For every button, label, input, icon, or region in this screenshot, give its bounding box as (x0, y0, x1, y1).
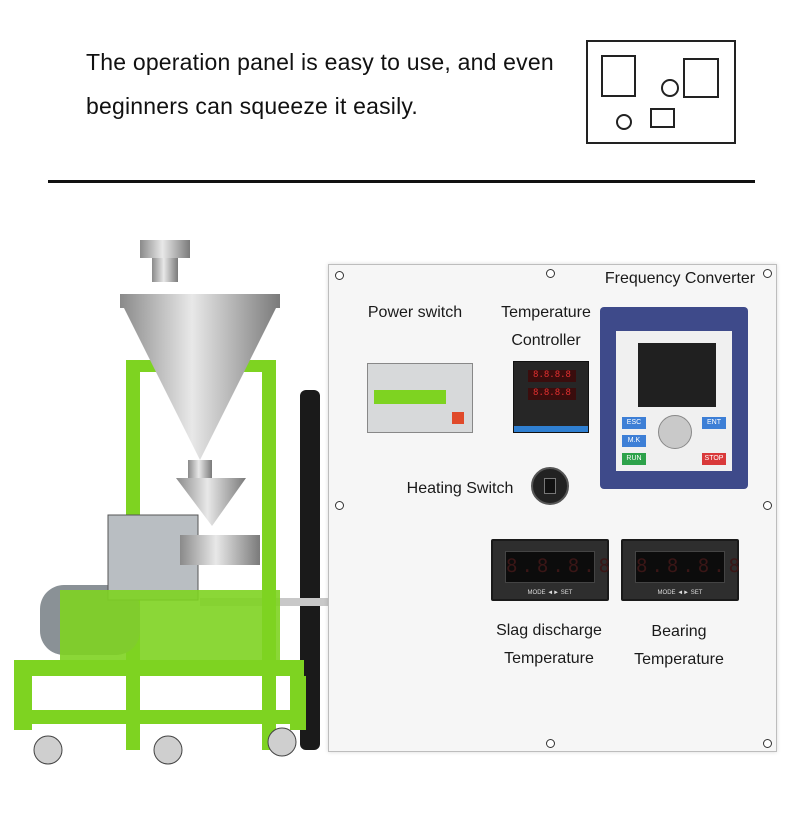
slag-discharge-meter-caption: MODE ◄► SET (527, 590, 573, 596)
temperature-controller-label-line1: Temperature (501, 304, 591, 321)
temperature-controller-display-pv: 8.8.8.8 (528, 370, 576, 382)
run-button[interactable]: RUN (622, 453, 646, 465)
frequency-converter-face: ESC ENT M.K RUN STOP (616, 331, 732, 471)
bearing-label-line1: Bearing (651, 623, 707, 640)
temperature-controller-display-sv: 8.8.8.8 (528, 388, 576, 400)
stop-button[interactable]: STOP (702, 453, 726, 465)
slag-discharge-label-line2: Temperature (504, 650, 594, 667)
bearing-meter-caption: MODE ◄► SET (657, 590, 703, 596)
screw-icon (335, 501, 344, 510)
mk-button[interactable]: M.K (622, 435, 646, 447)
heating-switch[interactable] (531, 467, 569, 505)
ent-button[interactable]: ENT (702, 417, 726, 429)
esc-button[interactable]: ESC (622, 417, 646, 429)
screw-icon (335, 271, 344, 280)
headline-text: The operation panel is easy to use, and … (86, 49, 554, 119)
screw-icon (763, 501, 772, 510)
oil-press-machine-illustration (14, 240, 350, 765)
bearing-meter-digits: 8.8.8.8 (636, 555, 745, 577)
control-panel: Power switch Temperature Controller Freq… (328, 264, 777, 752)
frequency-converter-display (638, 343, 716, 407)
frequency-converter-label: Frequency Converter (604, 270, 756, 287)
slag-discharge-meter-digits: 8.8.8.8 (506, 555, 615, 577)
power-switch[interactable] (367, 363, 473, 433)
frequency-converter[interactable]: ESC ENT M.K RUN STOP (600, 307, 748, 489)
screw-icon (763, 269, 772, 278)
temperature-controller[interactable]: 8.8.8.8 8.8.8.8 (513, 361, 589, 433)
divider (48, 180, 755, 183)
heating-switch-label: Heating Switch (406, 480, 514, 497)
breaker-lever[interactable] (374, 390, 446, 404)
rocker-icon (544, 478, 556, 494)
temperature-controller-strip (514, 426, 588, 432)
screw-icon (546, 269, 555, 278)
bearing-meter: 8.8.8.8 MODE ◄► SET (621, 539, 745, 601)
control-panel-icon (586, 40, 736, 144)
dial-knob[interactable] (658, 415, 692, 449)
slag-discharge-label-line1: Slag discharge (496, 622, 602, 639)
power-switch-label: Power switch (367, 304, 463, 321)
temperature-controller-label-line2: Controller (511, 332, 581, 349)
screw-icon (763, 739, 772, 748)
breaker-indicator (452, 412, 464, 424)
bearing-label-line2: Temperature (634, 651, 724, 668)
screw-icon (546, 739, 555, 748)
slag-discharge-meter: 8.8.8.8 MODE ◄► SET (491, 539, 615, 601)
